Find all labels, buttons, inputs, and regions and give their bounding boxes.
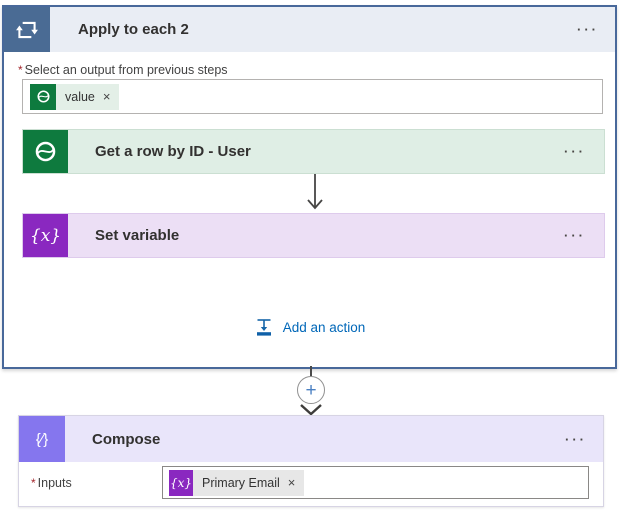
compose-title: Compose — [92, 430, 161, 448]
primary-email-token[interactable]: {x} Primary Email × — [169, 469, 305, 496]
connector-line — [310, 366, 312, 376]
remove-token-icon[interactable]: × — [287, 475, 296, 490]
compose-icon: {∕} — [19, 416, 65, 462]
apply-to-each-scope[interactable]: Apply to each 2 ··· *Select an output fr… — [2, 5, 617, 369]
compose-glyph: {∕} — [35, 430, 49, 448]
insert-step-plus-button[interactable]: + — [297, 376, 325, 404]
variable-glyph: {x} — [29, 225, 62, 246]
dataverse-icon — [23, 130, 68, 173]
primary-email-token-label: Primary Email — [202, 475, 280, 490]
inputs-label: *Inputs — [31, 476, 72, 490]
set-variable-icon: {x} — [23, 214, 68, 257]
compose-header[interactable]: {∕} Compose ··· — [19, 416, 603, 462]
set-variable-menu-button[interactable]: ··· — [564, 228, 586, 243]
required-asterisk: * — [18, 63, 23, 77]
action-card-set-variable[interactable]: {x} Set variable ··· — [22, 213, 605, 258]
action-card-get-row-by-id[interactable]: Get a row by ID - User ··· — [22, 129, 605, 174]
apply-to-each-header[interactable]: Apply to each 2 ··· — [4, 7, 615, 52]
foreach-output-label-text: Select an output from previous steps — [24, 63, 228, 77]
arrow-down-icon — [306, 174, 324, 218]
value-token-label: value — [65, 89, 95, 104]
remove-token-icon[interactable]: × — [102, 89, 111, 104]
required-asterisk: * — [31, 476, 36, 490]
inputs-label-text: Inputs — [37, 476, 72, 490]
add-action-label: Add an action — [282, 319, 366, 335]
apply-to-each-menu-button[interactable]: ··· — [577, 22, 599, 37]
compose-inputs-field[interactable]: {x} Primary Email × — [162, 466, 589, 499]
set-variable-title: Set variable — [95, 227, 180, 244]
get-row-menu-button[interactable]: ··· — [564, 144, 586, 159]
foreach-output-input[interactable]: value × — [22, 79, 603, 114]
get-row-title: Get a row by ID - User — [95, 143, 251, 160]
apply-to-each-body: *Select an output from previous steps va… — [4, 52, 615, 367]
dataverse-icon — [30, 83, 56, 110]
add-action-icon — [254, 317, 274, 337]
action-card-compose[interactable]: {∕} Compose ··· *Inputs {x} Primary Emai… — [18, 415, 604, 507]
compose-menu-button[interactable]: ··· — [565, 431, 587, 447]
apply-to-each-loop-icon — [4, 7, 50, 52]
variable-token-icon: {x} — [169, 469, 193, 496]
value-token[interactable]: value × — [30, 83, 120, 110]
apply-to-each-title: Apply to each 2 — [78, 21, 189, 38]
add-action-button[interactable]: Add an action — [4, 312, 615, 342]
foreach-output-label: *Select an output from previous steps — [18, 63, 228, 77]
compose-body: *Inputs {x} Primary Email × — [19, 462, 603, 506]
arrow-down-icon — [299, 403, 323, 421]
variable-glyph: {x} — [169, 475, 193, 490]
